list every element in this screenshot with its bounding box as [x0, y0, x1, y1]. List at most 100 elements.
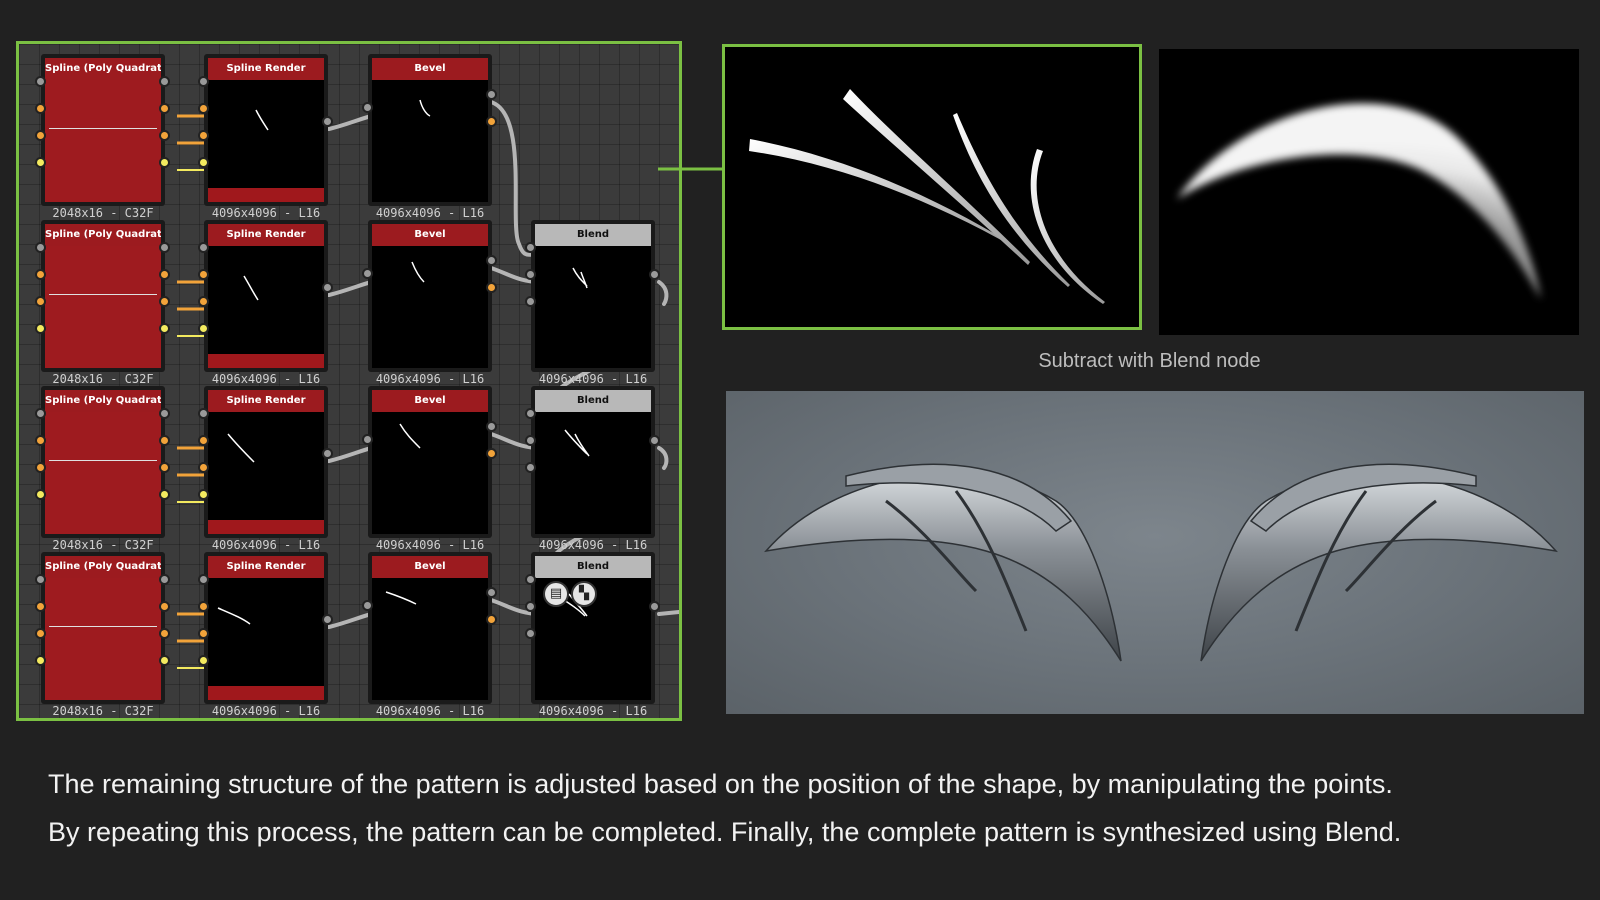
input-port[interactable] — [362, 268, 373, 279]
input-port[interactable] — [198, 489, 209, 500]
input-port[interactable] — [35, 242, 46, 253]
output-port[interactable] — [322, 116, 333, 127]
output-port[interactable] — [486, 448, 497, 459]
output-port[interactable] — [159, 628, 170, 639]
output-port[interactable] — [159, 323, 170, 334]
input-port[interactable] — [35, 269, 46, 280]
node-thumbnail — [372, 246, 488, 368]
output-port[interactable] — [159, 435, 170, 446]
output-port[interactable] — [486, 614, 497, 625]
node-title: Blend — [535, 390, 651, 412]
node-resolution: 4096x4096 - L16 — [211, 372, 321, 386]
node-graph[interactable]: Spline (Poly Quadratic) 2048x16 - C32F Spl… — [16, 41, 682, 721]
input-port[interactable] — [525, 242, 536, 253]
input-port[interactable] — [35, 462, 46, 473]
output-port[interactable] — [159, 269, 170, 280]
input-port[interactable] — [35, 296, 46, 307]
input-port[interactable] — [525, 408, 536, 419]
input-port[interactable] — [35, 435, 46, 446]
input-port[interactable] — [35, 76, 46, 87]
input-port[interactable] — [35, 103, 46, 114]
input-port[interactable] — [35, 574, 46, 585]
input-port[interactable] — [198, 157, 209, 168]
input-port[interactable] — [362, 600, 373, 611]
input-port[interactable] — [525, 462, 536, 473]
3d-render-preview — [726, 391, 1584, 714]
thumbnail-stroke — [419, 99, 431, 117]
input-port[interactable] — [198, 408, 209, 419]
input-port[interactable] — [198, 296, 209, 307]
input-port[interactable] — [35, 628, 46, 639]
output-port[interactable] — [486, 587, 497, 598]
input-port[interactable] — [35, 408, 46, 419]
input-port[interactable] — [35, 130, 46, 141]
output-port[interactable] — [486, 282, 497, 293]
output-port[interactable] — [322, 448, 333, 459]
node-title: Spline Render — [208, 58, 324, 80]
input-port[interactable] — [35, 601, 46, 612]
input-port[interactable] — [198, 435, 209, 446]
node-title: Spline Render — [208, 224, 324, 246]
node-title: Blend — [535, 556, 651, 578]
input-port[interactable] — [198, 130, 209, 141]
output-port[interactable] — [486, 421, 497, 432]
output-port[interactable] — [322, 282, 333, 293]
node-thumbnail — [208, 80, 324, 202]
input-port[interactable] — [525, 296, 536, 307]
output-port[interactable] — [649, 601, 660, 612]
output-port[interactable] — [159, 296, 170, 307]
output-port[interactable] — [322, 614, 333, 625]
input-port[interactable] — [362, 434, 373, 445]
node-resolution: 4096x4096 - L16 — [211, 538, 321, 552]
input-port[interactable] — [198, 76, 209, 87]
output-port[interactable] — [159, 462, 170, 473]
input-port[interactable] — [198, 103, 209, 114]
node-title: Spline (Poly Quadratic) — [45, 58, 161, 80]
node-title: Bevel — [372, 224, 488, 246]
output-port[interactable] — [159, 103, 170, 114]
node-thumbnail — [208, 578, 324, 700]
output-port[interactable] — [649, 435, 660, 446]
output-port[interactable] — [159, 408, 170, 419]
output-port[interactable] — [159, 242, 170, 253]
node-resolution: 4096x4096 - L16 — [375, 206, 485, 220]
input-port[interactable] — [525, 269, 536, 280]
input-port[interactable] — [198, 462, 209, 473]
node-thumbnail — [535, 246, 651, 368]
input-port[interactable] — [35, 489, 46, 500]
input-port[interactable] — [525, 628, 536, 639]
output-port[interactable] — [486, 116, 497, 127]
output-port[interactable] — [159, 157, 170, 168]
output-port[interactable] — [159, 601, 170, 612]
output-port[interactable] — [486, 255, 497, 266]
input-port[interactable] — [198, 574, 209, 585]
checker-icon[interactable]: ▚ — [571, 581, 597, 607]
input-port[interactable] — [198, 628, 209, 639]
input-port[interactable] — [35, 157, 46, 168]
node-title: Bevel — [372, 390, 488, 412]
node-title: Spline (Poly Quadratic) — [45, 390, 161, 412]
output-port[interactable] — [649, 269, 660, 280]
output-port[interactable] — [159, 574, 170, 585]
input-port[interactable] — [525, 601, 536, 612]
node-resolution: 2048x16 - C32F — [52, 538, 154, 552]
output-port[interactable] — [159, 489, 170, 500]
input-port[interactable] — [35, 655, 46, 666]
input-port[interactable] — [198, 323, 209, 334]
output-port[interactable] — [159, 655, 170, 666]
output-port[interactable] — [486, 89, 497, 100]
input-port[interactable] — [525, 435, 536, 446]
input-port[interactable] — [198, 655, 209, 666]
input-port[interactable] — [198, 601, 209, 612]
input-port[interactable] — [362, 102, 373, 113]
output-port[interactable] — [159, 130, 170, 141]
output-port[interactable] — [159, 76, 170, 87]
input-port[interactable] — [198, 269, 209, 280]
input-port[interactable] — [35, 323, 46, 334]
input-port[interactable] — [198, 242, 209, 253]
node-thumbnail — [208, 246, 324, 368]
node-resolution: 4096x4096 - L16 — [211, 704, 321, 718]
document-icon[interactable]: ▤ — [543, 581, 569, 607]
input-port[interactable] — [525, 574, 536, 585]
description-line: By repeating this process, the pattern c… — [48, 817, 1402, 847]
